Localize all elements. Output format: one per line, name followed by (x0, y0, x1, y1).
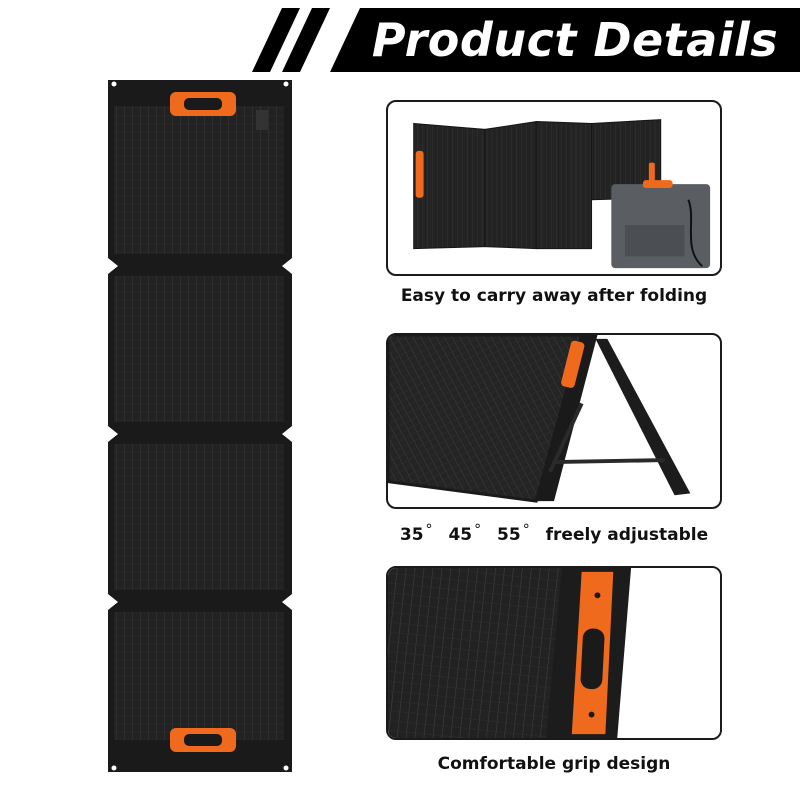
degree-symbol: ° (474, 522, 482, 538)
caption-grip: Comfortable grip design (437, 754, 671, 774)
banner-stripe (282, 8, 330, 72)
solar-panel-graphic (108, 80, 292, 772)
degree-symbol: ° (425, 522, 433, 538)
angle-value: 45 (448, 525, 473, 545)
panel-section (114, 612, 284, 740)
grip-graphic (388, 568, 720, 738)
solar-panel-unfolded-image (100, 72, 300, 780)
folding-graphic (413, 119, 711, 269)
detail-angle-image (386, 333, 722, 509)
grip-handle (571, 571, 614, 735)
angle-value: 55 (497, 525, 521, 545)
banner-bar (330, 8, 800, 72)
caption-angles: 35° 45° 55° freely adjustable (386, 522, 722, 545)
angle-value: 35 (399, 525, 424, 545)
detail-grip-image (386, 566, 722, 740)
degree-symbol: ° (522, 522, 530, 538)
banner-stripe (252, 8, 300, 72)
banner-graphic (252, 8, 800, 72)
header-banner: Product Details (0, 0, 800, 80)
detail-folding-image (386, 100, 722, 276)
caption-adjustable: freely adjustable (545, 525, 709, 545)
panel-section (114, 106, 284, 254)
caption-folding: Easy to carry away after folding (400, 286, 708, 306)
panel-section (114, 276, 284, 422)
bottom-handle (170, 728, 236, 752)
top-handle (170, 92, 236, 116)
page-title: Product Details (371, 13, 779, 67)
panel-section (114, 444, 284, 590)
angle-graphic (388, 335, 691, 503)
